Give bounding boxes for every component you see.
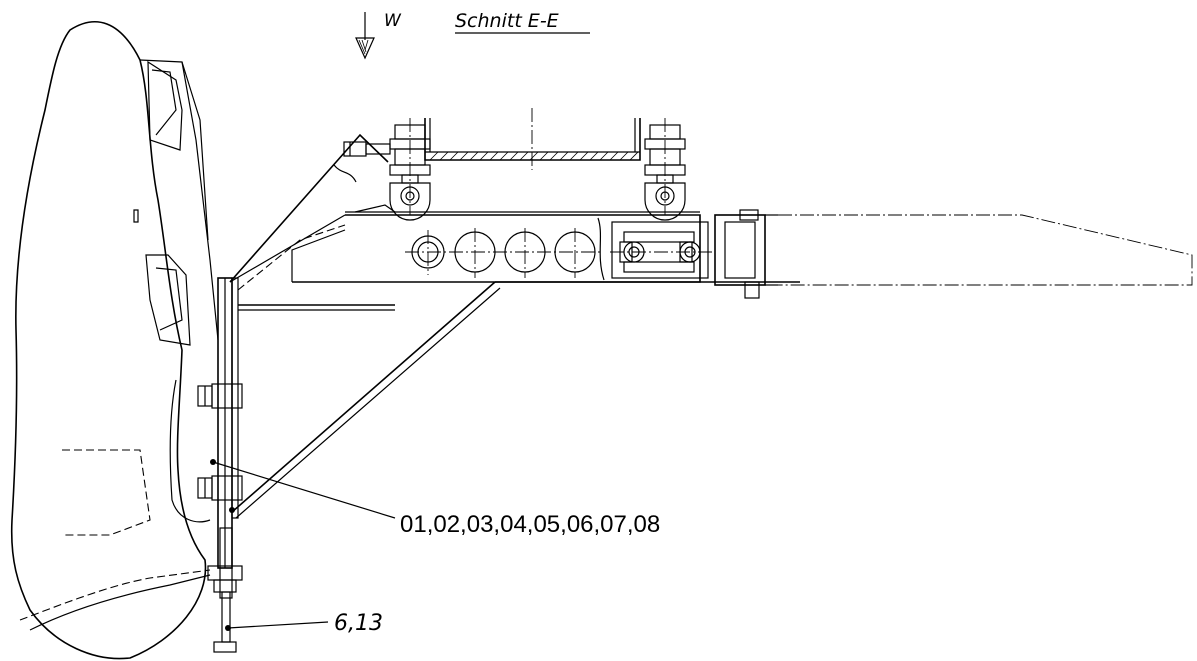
section-title-group: Schnitt E-E [455,10,590,34]
callout-main: 01,02,03,04,05,06,07,08 [400,511,660,538]
plate-bolt-upper [197,383,243,409]
support-frame [229,133,800,519]
callout-main-group: 01,02,03,04,05,06,07,08 [210,459,660,538]
extension-phantom [778,214,1193,286]
section-title: Schnitt E-E [455,10,559,32]
view-arrow-label: W [384,11,402,31]
left-bolt-stack [343,118,431,221]
vehicle-body [10,21,219,660]
channel-hatching [429,151,639,161]
callout-secondary-group: 6,13 [225,611,383,636]
mounting-plate [197,277,395,653]
top-channel [424,108,641,170]
callout-secondary: 6,13 [334,611,383,636]
plate-bolt-lower [197,475,243,501]
view-arrow: W [355,11,402,60]
main-beam [292,204,778,299]
right-bolt-stack [644,118,686,221]
bottom-bolt [207,527,243,653]
